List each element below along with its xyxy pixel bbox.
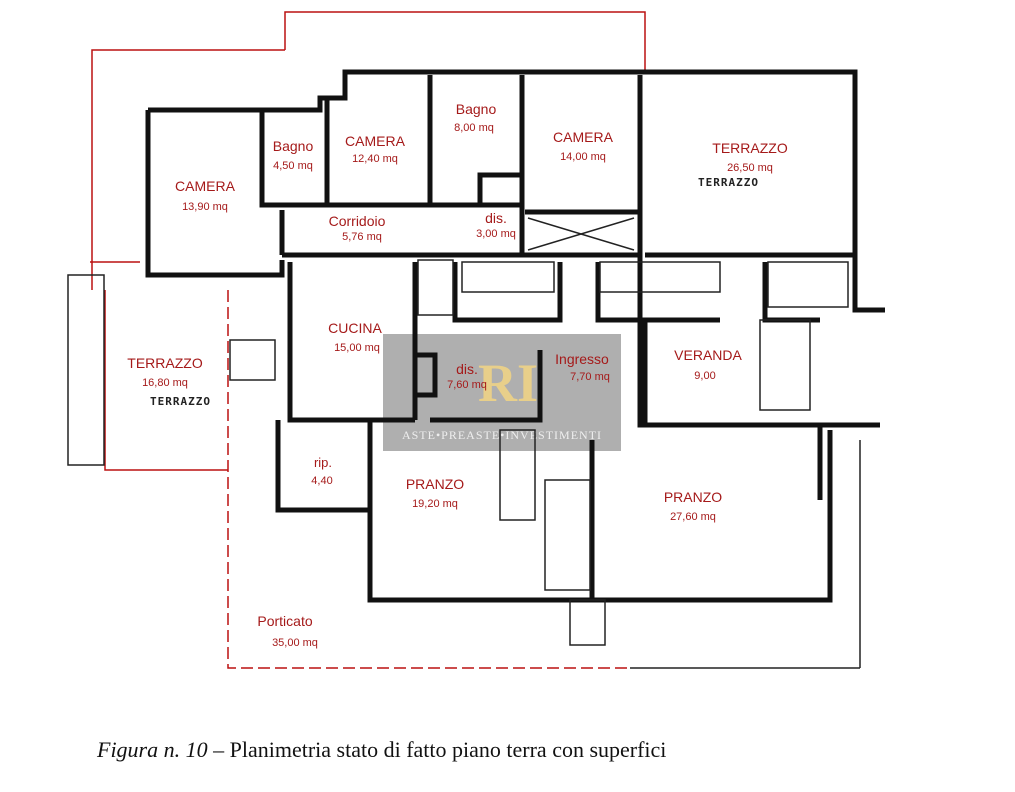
room-area: 5,76 mq — [342, 231, 382, 243]
room-pranzo-2: PRANZO 27,60 mq — [664, 489, 722, 523]
room-porticato: Porticato 35,00 mq — [257, 613, 318, 649]
room-name: Bagno — [456, 101, 497, 117]
handwritten-label: TERRAZZO — [150, 395, 211, 408]
room-corridoio: Corridoio 5,76 mq — [329, 213, 386, 243]
room-ripostiglio: rip. 4,40 — [311, 455, 332, 487]
room-name: rip. — [314, 455, 332, 470]
room-name: PRANZO — [664, 489, 722, 505]
room-name: PRANZO — [406, 476, 464, 492]
room-dis-2: dis. 7,60 mq — [447, 361, 487, 391]
room-name: dis. — [456, 361, 478, 377]
room-name: VERANDA — [674, 347, 742, 363]
room-name: CAMERA — [553, 129, 614, 145]
room-area: 19,20 mq — [412, 498, 458, 510]
room-bagno-1: Bagno 4,50 mq — [273, 138, 314, 172]
room-area: 3,00 mq — [476, 228, 516, 240]
room-name: CAMERA — [345, 133, 406, 149]
room-name: dis. — [485, 210, 507, 226]
room-veranda: VERANDA 9,00 — [674, 347, 742, 382]
handwritten-label: TERRAZZO — [698, 176, 759, 189]
room-name: Porticato — [257, 613, 312, 629]
room-name: TERRAZZO — [712, 140, 788, 156]
room-area: 13,90 mq — [182, 201, 228, 213]
watermark-text: ASTE•PREASTE•INVESTIMENTI — [401, 428, 603, 442]
figure-caption: Figura n. 10 – Planimetria stato di fatt… — [97, 737, 666, 763]
room-area: 4,40 — [311, 475, 332, 487]
caption-text: – Planimetria stato di fatto piano terra… — [207, 737, 667, 762]
room-camera-1: CAMERA 13,90 mq — [175, 178, 236, 213]
room-cucina: CUCINA 15,00 mq — [328, 320, 382, 354]
room-area: 7,60 mq — [447, 379, 487, 391]
room-camera-2: CAMERA 12,40 mq — [345, 133, 406, 165]
room-name: TERRAZZO — [127, 355, 203, 371]
room-area: 16,80 mq — [142, 377, 188, 389]
room-area: 15,00 mq — [334, 342, 380, 354]
room-name: CAMERA — [175, 178, 236, 194]
room-terrazzo-1: TERRAZZO 26,50 mq TERRAZZO — [698, 140, 788, 189]
room-name: Corridoio — [329, 213, 386, 229]
room-terrazzo-2: TERRAZZO 16,80 mq TERRAZZO — [127, 355, 211, 408]
figure-number: Figura n. 10 — [97, 737, 208, 762]
room-ingresso: Ingresso 7,70 mq — [555, 351, 610, 383]
room-name: Ingresso — [555, 351, 609, 367]
room-area: 27,60 mq — [670, 511, 716, 523]
room-name: CUCINA — [328, 320, 382, 336]
room-area: 35,00 mq — [272, 637, 318, 649]
room-area: 12,40 mq — [352, 153, 398, 165]
room-pranzo-1: PRANZO 19,20 mq — [406, 476, 464, 510]
room-name: Bagno — [273, 138, 314, 154]
room-area: 8,00 mq — [454, 122, 494, 134]
room-dis-1: dis. 3,00 mq — [476, 210, 516, 240]
walls — [145, 69, 885, 603]
room-area: 26,50 mq — [727, 162, 773, 174]
watermark-logo: RI — [478, 353, 539, 413]
room-camera-3: CAMERA 14,00 mq — [553, 129, 614, 163]
room-area: 7,70 mq — [570, 371, 610, 383]
stairs-and-details — [67, 217, 861, 669]
room-area: 14,00 mq — [560, 151, 606, 163]
room-area: 4,50 mq — [273, 160, 313, 172]
room-bagno-2: Bagno 8,00 mq — [454, 101, 496, 134]
property-boundary — [90, 11, 646, 669]
room-area: 9,00 — [694, 370, 715, 382]
